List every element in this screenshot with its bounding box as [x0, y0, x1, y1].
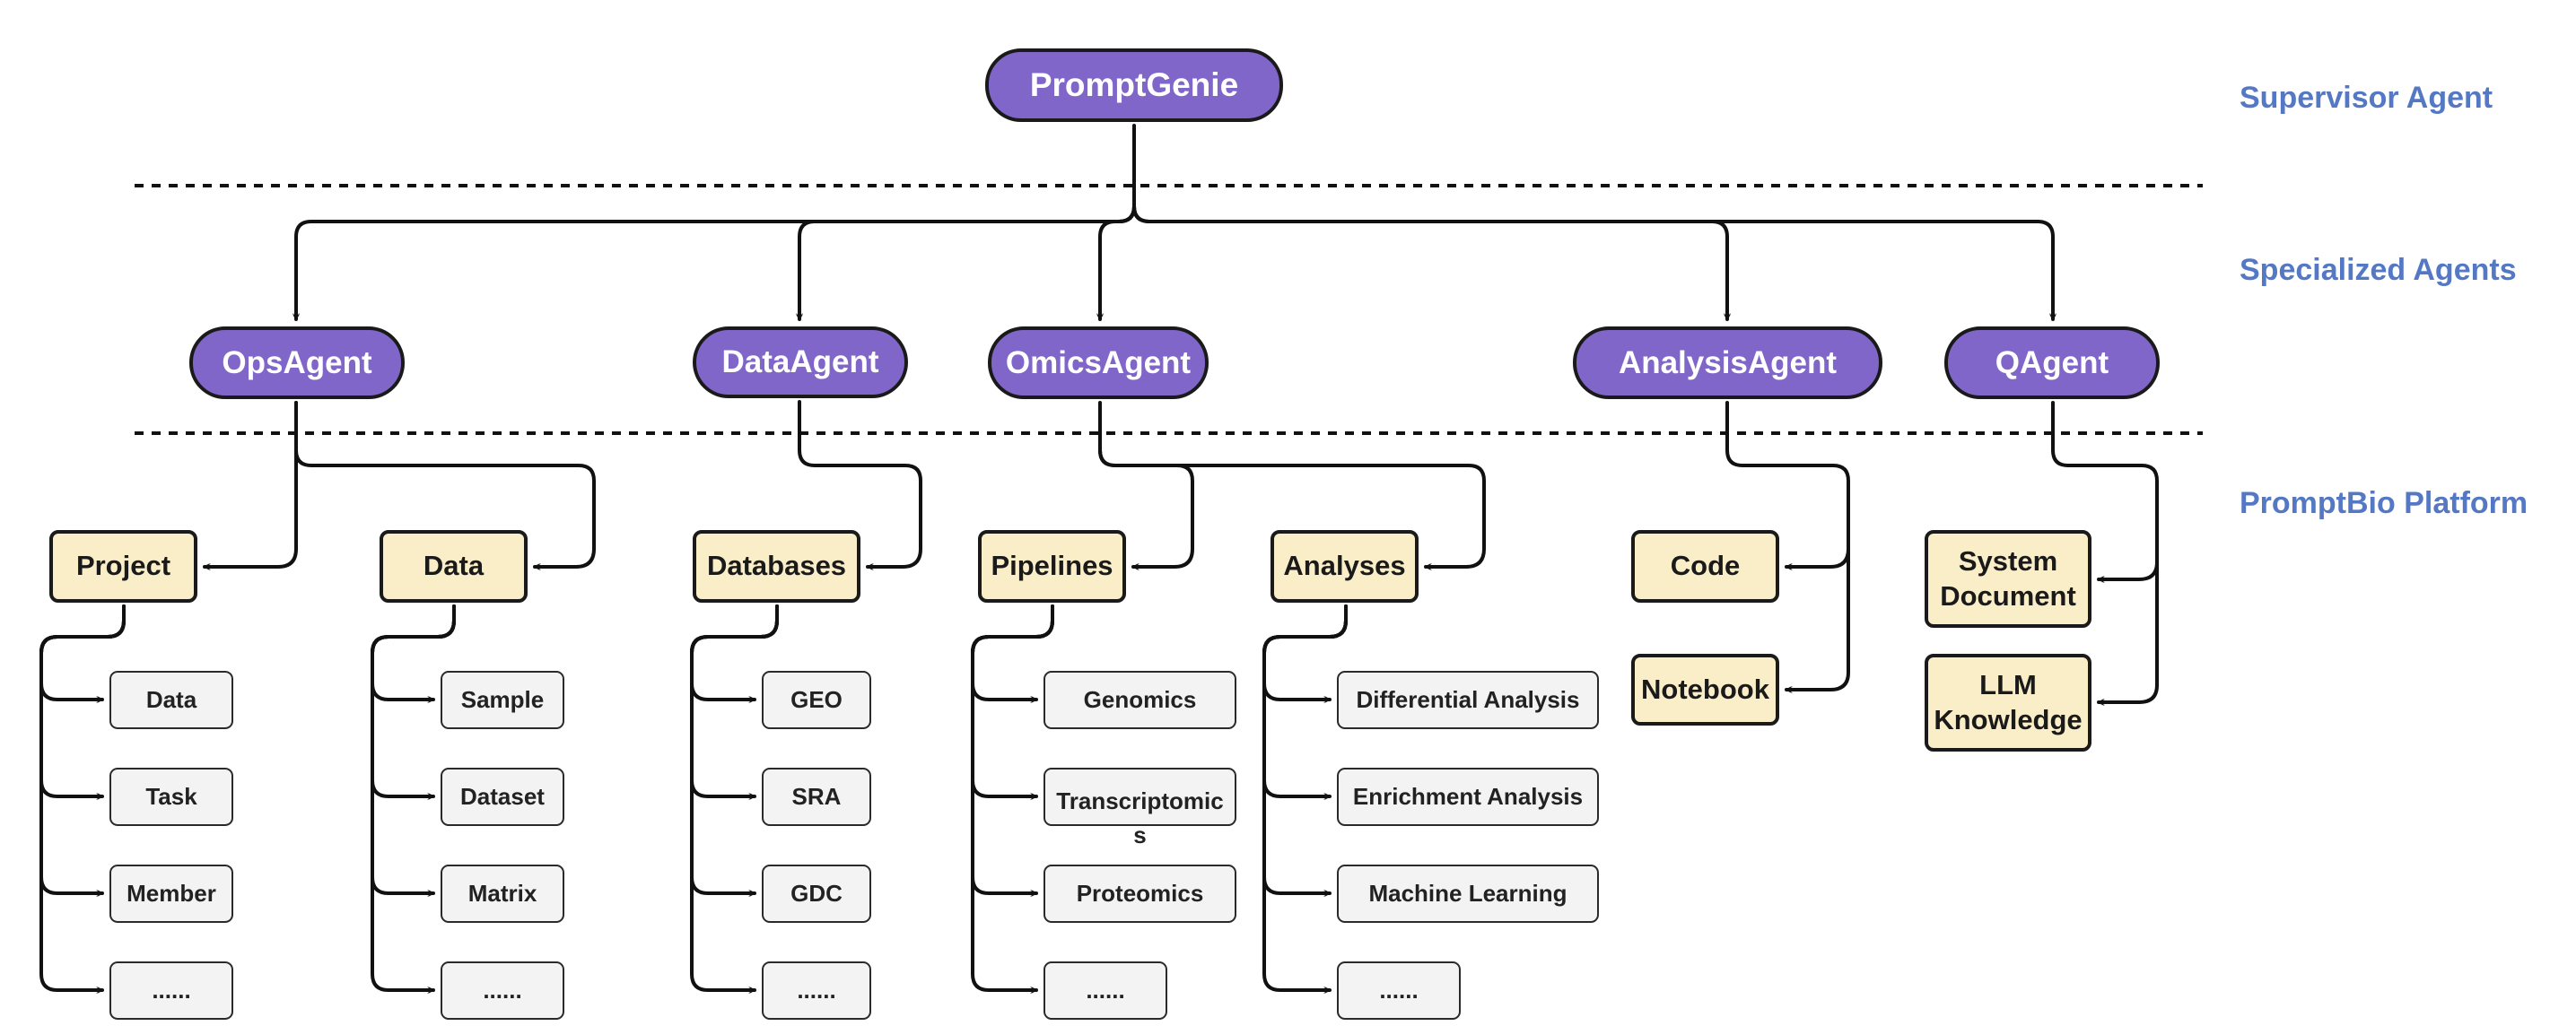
connector-analyses-leaf-1: [1262, 604, 1348, 700]
node-databases[interactable]: Databases: [693, 530, 860, 603]
connector-pipelines-leaf-4: [971, 604, 1054, 990]
node-llm-knowledge[interactable]: LLM Knowledge: [1925, 654, 2091, 752]
layer-label-specialized: Specialized Agents: [2240, 253, 2517, 287]
connector-analysisagent-code: [1725, 401, 1850, 567]
connector-dataagent-databases: [798, 400, 922, 567]
connector-opsagent-project: [203, 401, 298, 567]
node-data[interactable]: Data: [380, 530, 528, 603]
node-analyses[interactable]: Analyses: [1271, 530, 1419, 603]
leaf-pipelines-genomics[interactable]: Genomics: [1043, 671, 1236, 729]
connector-pipelines-leaf-1: [971, 604, 1054, 700]
node-system-document[interactable]: System Document: [1925, 530, 2091, 628]
leaf-analyses-ml[interactable]: Machine Learning: [1337, 865, 1599, 923]
connector-promptgenie-qagent: [1132, 204, 2053, 321]
leaf-databases-more[interactable]: ......: [762, 961, 871, 1020]
connector-lines: [39, 124, 2159, 990]
leaf-analyses-differential[interactable]: Differential Analysis: [1337, 671, 1599, 729]
leaf-project-more[interactable]: ......: [109, 961, 233, 1020]
node-pipelines[interactable]: Pipelines: [978, 530, 1126, 603]
leaf-pipelines-proteomics[interactable]: Proteomics: [1043, 865, 1236, 923]
leaf-pipelines-more[interactable]: ......: [1043, 961, 1167, 1020]
leaf-project-member[interactable]: Member: [109, 865, 233, 923]
leaf-data-sample[interactable]: Sample: [441, 671, 564, 729]
node-notebook[interactable]: Notebook: [1631, 654, 1779, 726]
leaf-databases-gdc[interactable]: GDC: [762, 865, 871, 923]
leaf-analyses-more[interactable]: ......: [1337, 961, 1461, 1020]
connector-omicsagent-analyses: [1098, 448, 1486, 567]
connector-analysisagent-notebook: [1785, 547, 1850, 690]
node-omicsagent[interactable]: OmicsAgent: [988, 326, 1209, 399]
leaf-project-data[interactable]: Data: [109, 671, 233, 729]
leaf-analyses-enrichment[interactable]: Enrichment Analysis: [1337, 768, 1599, 826]
connector-qagent-llm-knowledge: [2097, 561, 2159, 702]
node-dataagent[interactable]: DataAgent: [693, 326, 908, 398]
node-code[interactable]: Code: [1631, 530, 1779, 603]
connector-databases-leaf-4: [690, 604, 779, 990]
leaf-pipelines-transcriptomics[interactable]: Transcriptomics: [1043, 768, 1236, 848]
leaf-data-more[interactable]: ......: [441, 961, 564, 1020]
connector-promptgenie-omicsagent: [1100, 204, 1136, 321]
node-project[interactable]: Project: [49, 530, 197, 603]
leaf-project-task[interactable]: Task: [109, 768, 233, 826]
connector-analyses-leaf-3: [1262, 604, 1348, 893]
leaf-data-matrix[interactable]: Matrix: [441, 865, 564, 923]
layer-label-supervisor: Supervisor Agent: [2240, 81, 2493, 115]
leaf-databases-sra[interactable]: SRA: [762, 768, 871, 826]
connector-data-leaf-3: [371, 604, 456, 893]
connector-opsagent-data: [294, 401, 596, 567]
leaf-data-dataset[interactable]: Dataset: [441, 768, 564, 826]
node-analysisagent[interactable]: AnalysisAgent: [1573, 326, 1882, 399]
layer-label-platform: PromptBio Platform: [2240, 486, 2528, 520]
connector-project-leaf-4: [39, 604, 126, 990]
node-opsagent[interactable]: OpsAgent: [189, 326, 405, 399]
node-promptgenie[interactable]: PromptGenie: [985, 48, 1283, 122]
connector-qagent-system-document: [2051, 401, 2159, 579]
connector-analyses-leaf-4: [1262, 604, 1348, 990]
node-qagent[interactable]: QAgent: [1944, 326, 2160, 399]
leaf-databases-geo[interactable]: GEO: [762, 671, 871, 729]
connector-databases-leaf-3: [690, 604, 779, 893]
connector-data-leaf-4: [371, 604, 456, 990]
connector-pipelines-leaf-3: [971, 604, 1054, 893]
connector-project-leaf-3: [39, 604, 126, 893]
connector-promptgenie-dataagent: [799, 204, 1136, 321]
